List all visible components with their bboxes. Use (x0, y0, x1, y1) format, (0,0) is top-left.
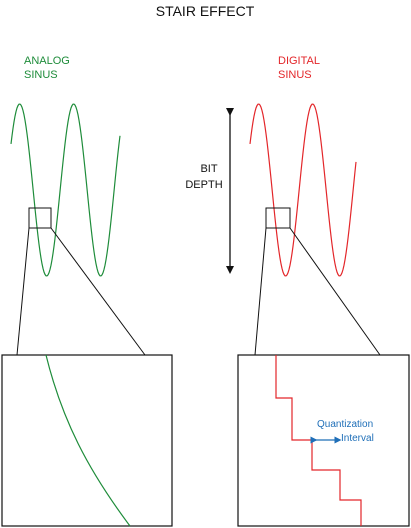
analog-zoom-line-right (50, 227, 146, 356)
analog-zoomed-curve (45, 354, 131, 527)
digital-selection-box (265, 207, 291, 229)
digital-quantized-staircase (275, 355, 362, 526)
bit-depth-label-line1: BIT (200, 163, 217, 175)
digital-zoom-box (237, 354, 410, 527)
analog-sine-wave (10, 103, 121, 277)
digital-label-line1: DIGITAL (278, 55, 320, 67)
quantization-label-line2: Interval (341, 433, 374, 444)
digital-zoom-line-left (254, 227, 267, 356)
diagram-title: STAIR EFFECT (156, 3, 255, 19)
quantization-label-line1: Quantization (317, 419, 373, 430)
bit-depth-label-line2: DEPTH (185, 179, 222, 191)
analog-selection-box (28, 207, 52, 229)
analog-label-line2: SINUS (24, 69, 58, 81)
digital-zoom-line-right (289, 227, 381, 356)
digital-sine-wave (249, 103, 357, 277)
analog-zoom-box (1, 354, 173, 527)
digital-label-line2: SINUS (278, 69, 312, 81)
analog-label-line1: ANALOG (24, 55, 70, 67)
analog-zoom-line-left (16, 227, 30, 356)
